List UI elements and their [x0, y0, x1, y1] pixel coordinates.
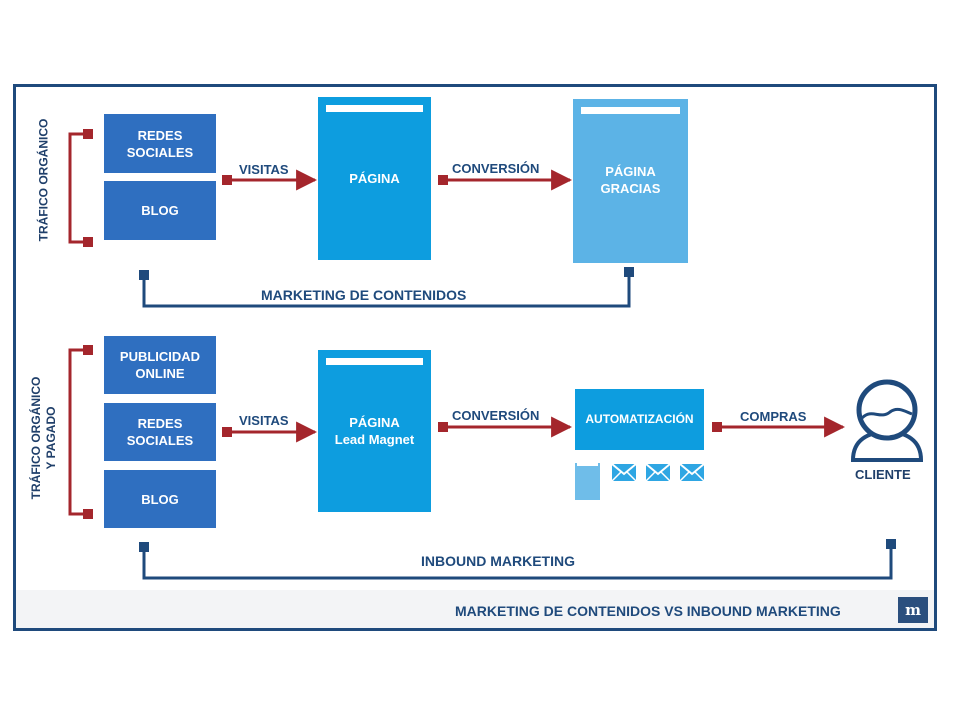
top-bracket-node-2 [83, 237, 93, 247]
bottom-conversion-label: CONVERSIÓN [452, 408, 540, 423]
top-scope-label: MARKETING DE CONTENIDOS [261, 287, 467, 303]
bottom-scope-node-2 [886, 539, 896, 549]
bottom-bracket-node-2 [83, 509, 93, 519]
bottom-source-publicidad-online: PUBLICIDAD ONLINE [104, 336, 216, 394]
top-landing-label: PÁGINA [349, 171, 400, 186]
top-conversion-node [438, 175, 448, 185]
bottom-traffic-label: TRÁFICO ORGÁNICO Y PAGADO [29, 376, 58, 500]
top-source-bracket [68, 132, 88, 244]
bottom-visits-node [222, 427, 232, 437]
envelope-icon [679, 463, 705, 482]
top-landing-page: PÁGINA [318, 97, 431, 260]
page-header-bar [326, 105, 423, 112]
footer-band [16, 590, 934, 628]
bottom-landing-page: PÁGINA Lead Magnet [318, 350, 431, 512]
footer-title: MARKETING DE CONTENIDOS VS INBOUND MARKE… [455, 603, 841, 619]
bottom-purchases-node [712, 422, 722, 432]
bottom-source-bracket [68, 348, 88, 516]
page-header-bar [581, 107, 680, 114]
bottom-visits-label: VISITAS [239, 413, 289, 428]
top-bracket-node-1 [83, 129, 93, 139]
customer-label: CLIENTE [855, 467, 911, 482]
top-source-blog: BLOG [104, 181, 216, 240]
purchases-label: COMPRAS [740, 409, 807, 424]
top-scope-node-2 [624, 267, 634, 277]
bottom-scope-label: INBOUND MARKETING [421, 553, 575, 569]
bottom-conversion-node [438, 422, 448, 432]
top-scope-bracket [142, 272, 631, 308]
top-scope-node-1 [139, 270, 149, 280]
bottom-source-redes-sociales: REDES SOCIALES [104, 403, 216, 461]
top-thanks-label: PÁGINA GRACIAS [600, 164, 661, 196]
top-visits-label: VISITAS [239, 162, 289, 177]
bottom-scope-node-1 [139, 542, 149, 552]
customer-avatar-icon [850, 379, 924, 462]
top-thanks-page: PÁGINA GRACIAS [573, 99, 688, 263]
automation-box: AUTOMATIZACIÓN [575, 389, 704, 450]
top-source-redes-sociales: REDES SOCIALES [104, 114, 216, 173]
top-conversion-label: CONVERSIÓN [452, 161, 540, 176]
page-header-bar [326, 358, 423, 365]
bottom-landing-label: PÁGINA Lead Magnet [334, 415, 415, 447]
brand-logo-icon: m [898, 597, 928, 623]
bottom-scope-bracket [142, 544, 893, 580]
document-icon [575, 463, 600, 500]
bottom-bracket-node-1 [83, 345, 93, 355]
envelope-icon [611, 463, 637, 482]
envelope-icon [645, 463, 671, 482]
top-traffic-label: TRÁFICO ORGÁNICO [36, 118, 51, 242]
top-visits-node [222, 175, 232, 185]
bottom-source-blog: BLOG [104, 470, 216, 528]
